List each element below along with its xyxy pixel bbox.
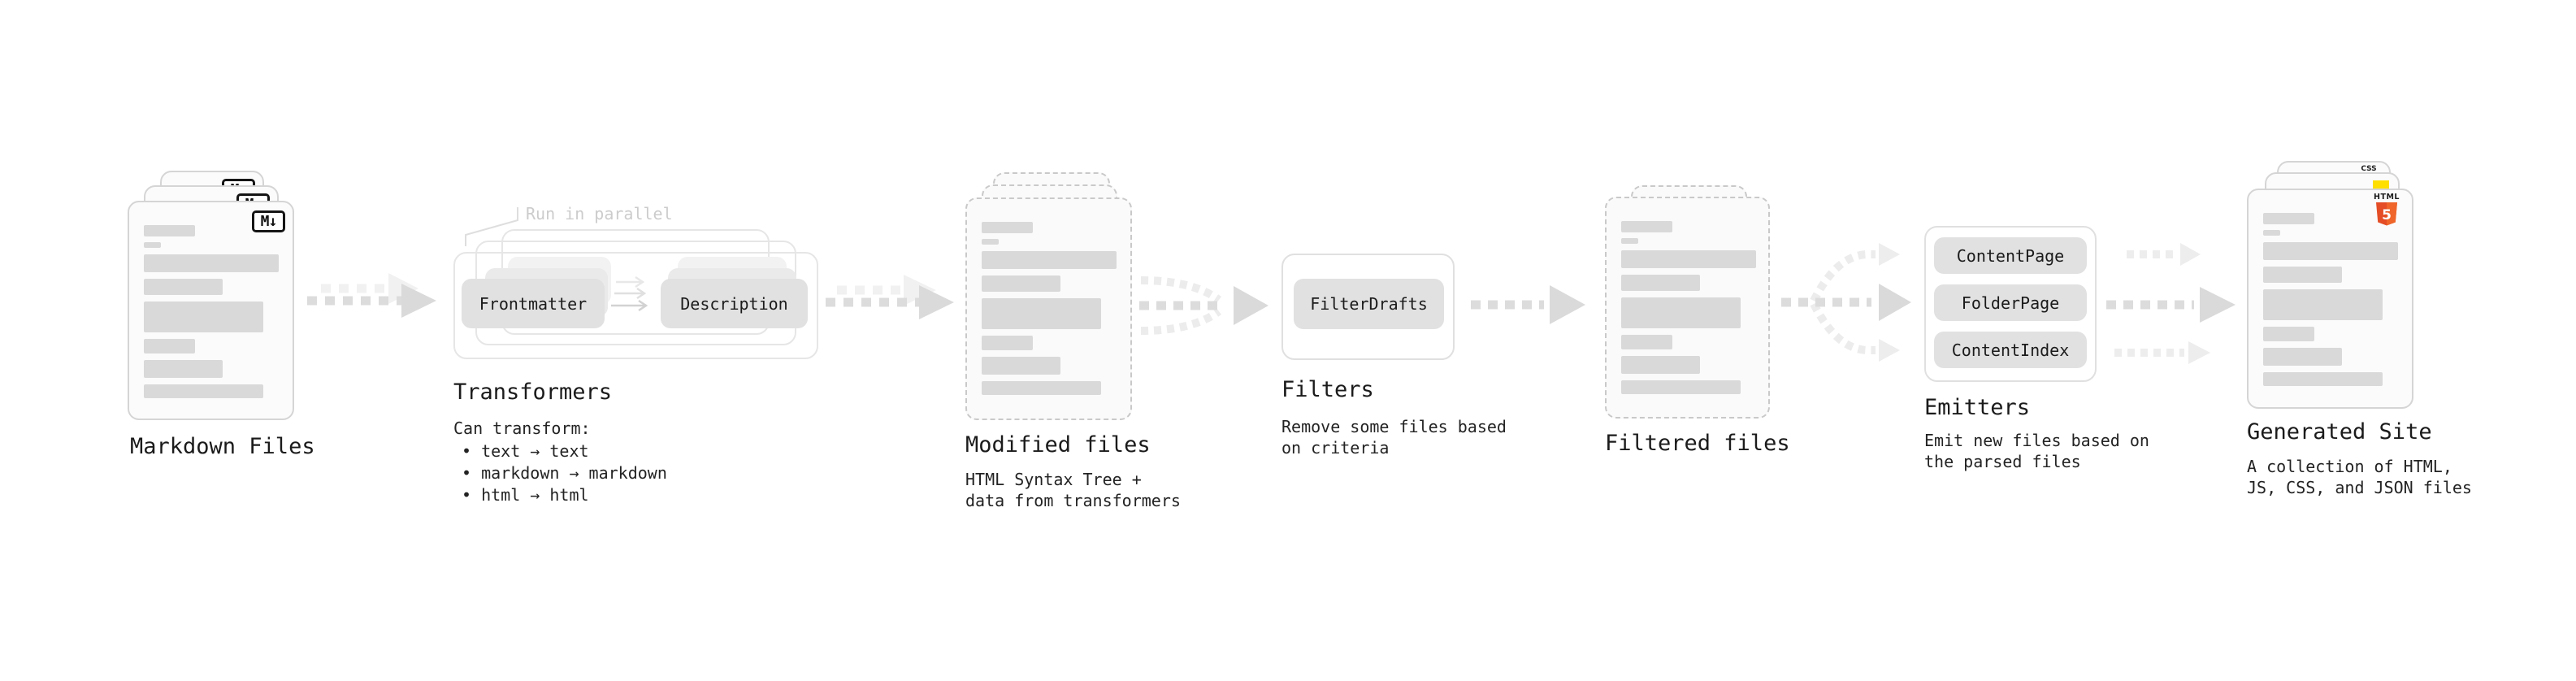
placeholder-bar	[144, 279, 223, 295]
generated-site-title: Generated Site	[2247, 419, 2432, 445]
placeholder-bar	[2263, 327, 2314, 341]
transformers-bullet: • html → html	[462, 485, 589, 505]
frontmatter-pill: Frontmatter	[462, 279, 605, 328]
generated-site-desc: JS, CSS, and JSON files	[2247, 478, 2472, 497]
markdown-files-title: Markdown Files	[130, 434, 315, 459]
placeholder-bar	[1621, 238, 1638, 244]
document-placeholder-bars	[967, 199, 1130, 419]
placeholder-bar	[1621, 380, 1741, 394]
filters-title: Filters	[1281, 377, 1374, 402]
document-placeholder-bars	[2249, 190, 2412, 407]
document-placeholder-bars	[1607, 198, 1768, 417]
parallel-arrow-3-icon	[611, 299, 648, 312]
placeholder-bar	[1621, 275, 1700, 291]
placeholder-bar	[1621, 297, 1741, 328]
placeholder-bar	[2263, 348, 2342, 366]
transformers-bullet: • markdown → markdown	[462, 463, 667, 483]
flow-arrow-4-icon	[1471, 285, 1585, 324]
css-icon-label: CSS	[2361, 165, 2377, 173]
contentpage-pill: ContentPage	[1934, 237, 2087, 274]
placeholder-bar	[2263, 230, 2280, 236]
placeholder-bar	[144, 254, 279, 272]
modified-files-desc: HTML Syntax Tree +	[965, 470, 1142, 489]
markdown-icon: M↓	[252, 210, 285, 232]
parallel-arrow-2-icon	[614, 287, 647, 300]
placeholder-bar	[2263, 372, 2383, 386]
flow-arrow-1-icon	[307, 284, 436, 318]
placeholder-bar	[982, 275, 1060, 292]
placeholder-bar	[1621, 335, 1672, 349]
placeholder-bar	[144, 339, 195, 354]
placeholder-bar	[982, 357, 1060, 375]
placeholder-bar	[144, 242, 161, 248]
run-in-parallel-note: Run in parallel	[526, 204, 673, 223]
placeholder-bar	[2263, 289, 2383, 320]
transformers-desc-heading: Can transform:	[453, 419, 591, 438]
modified-files-desc: data from transformers	[965, 491, 1181, 510]
filters-desc: Remove some files based	[1281, 417, 1507, 436]
filters-desc: on criteria	[1281, 438, 1390, 458]
emitters-desc: the parsed files	[1924, 452, 2081, 471]
note-leader-line	[465, 207, 518, 246]
flow-arrow-6-bottom-icon	[2114, 341, 2210, 364]
markdown-file-card-front: M↓	[128, 201, 294, 420]
placeholder-bar	[982, 239, 999, 245]
html-file-card: HTML 5	[2247, 189, 2413, 409]
transformer-box-front	[453, 252, 818, 359]
placeholder-bar	[144, 301, 263, 332]
flow-arrow-6-mid-icon	[2106, 287, 2236, 323]
description-pill: Description	[661, 279, 808, 328]
placeholder-bar	[144, 384, 263, 398]
filterdrafts-pill: FilterDrafts	[1294, 279, 1444, 329]
placeholder-bar	[2263, 242, 2398, 260]
placeholder-bar	[2263, 213, 2314, 224]
parallel-arrow-1-icon	[616, 275, 645, 288]
html5-icon: HTML 5	[2374, 193, 2400, 226]
contentindex-pill: ContentIndex	[1934, 332, 2087, 368]
generated-site-desc: A collection of HTML,	[2247, 457, 2452, 476]
filtered-files-title: Filtered files	[1605, 431, 1790, 456]
placeholder-bar	[982, 298, 1101, 329]
placeholder-bar	[982, 222, 1033, 233]
document-placeholder-bars	[129, 202, 293, 419]
flow-arrow-6-top-icon	[2127, 243, 2201, 266]
placeholder-bar	[144, 225, 195, 236]
flow-arrow-5-fanout-icon	[1781, 243, 1911, 362]
emitters-title: Emitters	[1924, 395, 2031, 420]
folderpage-pill: FolderPage	[1934, 284, 2087, 321]
flow-arrow-2-icon	[826, 285, 954, 319]
javascript-icon	[2373, 180, 2389, 189]
transformers-title: Transformers	[453, 380, 613, 405]
emitters-desc: Emit new files based on	[1924, 431, 2149, 450]
placeholder-bar	[2263, 267, 2342, 283]
filtered-file-card-front	[1605, 197, 1770, 419]
placeholder-bar	[982, 251, 1117, 269]
placeholder-bar	[1621, 356, 1700, 374]
placeholder-bar	[1621, 250, 1756, 268]
modified-files-title: Modified files	[965, 432, 1151, 458]
placeholder-bar	[982, 336, 1033, 350]
placeholder-bar	[982, 381, 1101, 395]
placeholder-bar	[1621, 221, 1672, 232]
placeholder-bar	[144, 360, 223, 378]
svg-text:5: 5	[2382, 207, 2392, 223]
modified-file-card-front	[965, 197, 1132, 420]
svg-text:HTML: HTML	[2374, 193, 2400, 202]
flow-arrow-3-merge-icon	[1139, 276, 1268, 335]
transformers-bullet: • text → text	[462, 441, 589, 461]
